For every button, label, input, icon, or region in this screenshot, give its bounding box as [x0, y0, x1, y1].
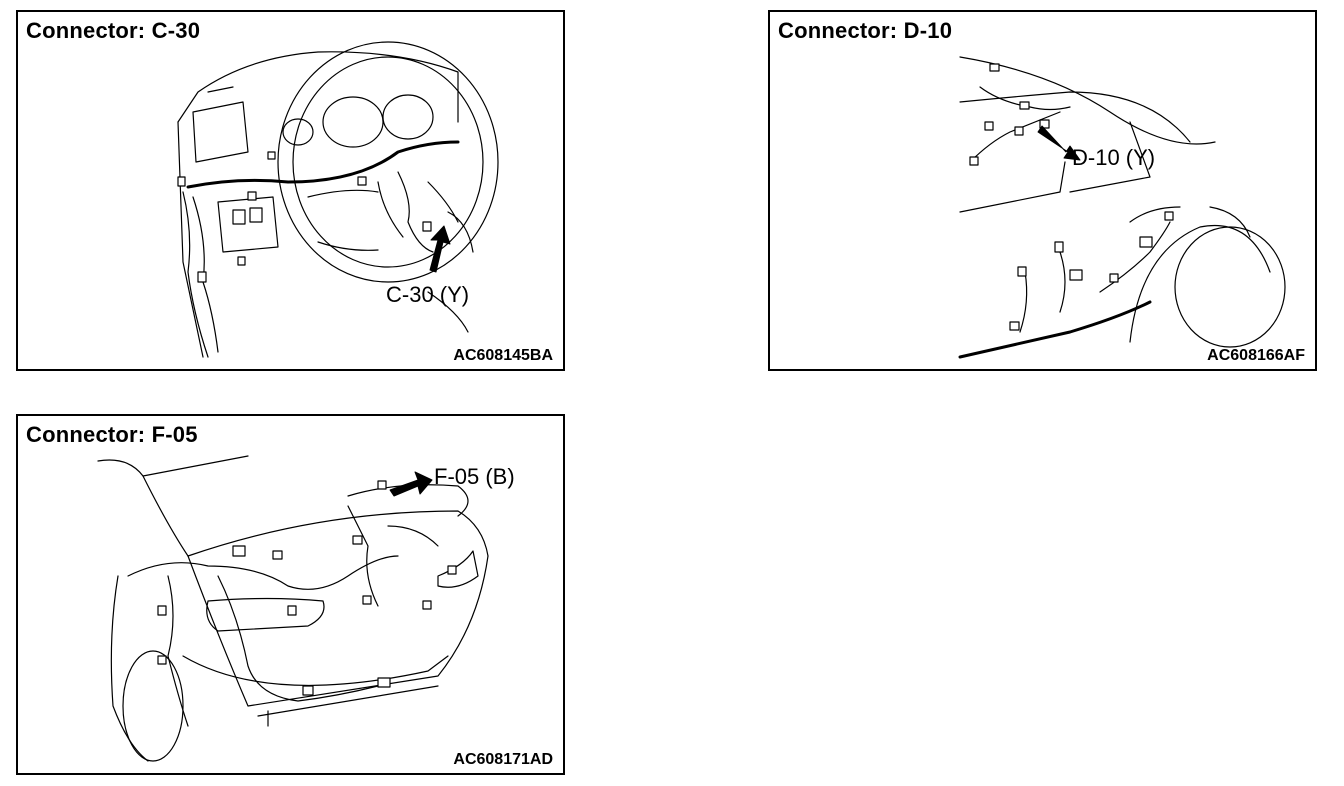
connector-callout: D-10 (Y): [1072, 145, 1156, 170]
trunk-harness-drawing: [97, 455, 489, 762]
connector-callout: C-30 (Y): [386, 282, 470, 307]
dashboard-harness-drawing: [177, 41, 499, 358]
door-harness-drawing: [958, 56, 1286, 359]
figure-code: AC608171AD: [453, 751, 553, 768]
figure-code: AC608166AF: [1207, 347, 1305, 364]
connector-panel-d10: Connector: D-10 D-10 (Y): [768, 10, 1317, 371]
panel-title: Connector: C-30: [26, 18, 201, 43]
figure-code: AC608145BA: [453, 347, 553, 364]
connector-callout: F-05 (B): [434, 464, 515, 489]
panel-title: Connector: D-10: [778, 18, 953, 43]
panel-title: Connector: F-05: [26, 422, 198, 447]
connector-panel-f05: Connector: F-05: [16, 414, 565, 775]
connector-panel-c30: Connector: C-30: [16, 10, 565, 371]
